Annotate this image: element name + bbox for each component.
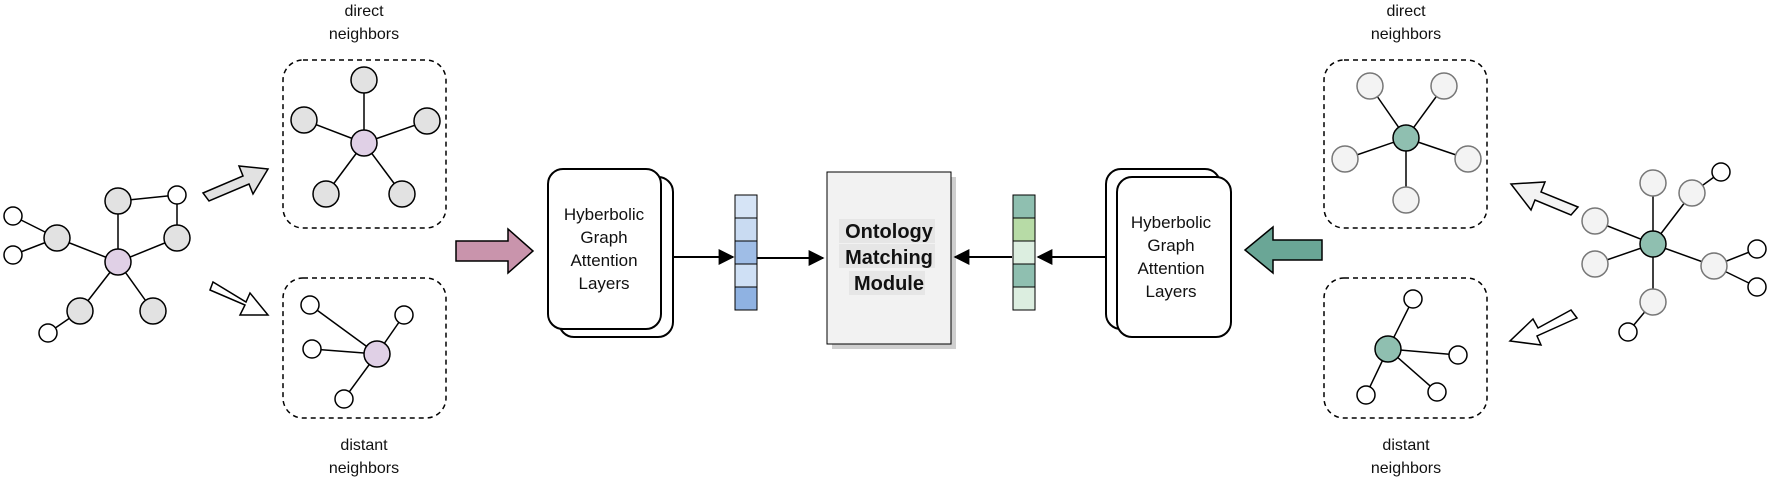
right-distant-arrow xyxy=(1508,309,1579,346)
left-direct-neighbors-box xyxy=(282,59,447,229)
vector-cell xyxy=(734,194,758,219)
left-distant-arrow xyxy=(209,280,270,316)
left-input-graph xyxy=(3,185,191,343)
graph-node xyxy=(1454,145,1482,173)
right-layer-label-line3: Attention xyxy=(1137,259,1204,278)
left-distant-label-line2: neighbors xyxy=(329,460,399,477)
right-input-graph xyxy=(1581,162,1767,342)
graph-node xyxy=(1711,162,1731,182)
graph-node xyxy=(413,107,441,135)
left-distant-graph xyxy=(300,295,414,409)
right-layer-label-line4: Layers xyxy=(1145,282,1196,301)
graph-node xyxy=(104,187,132,215)
graph-node xyxy=(394,305,414,325)
graph-node xyxy=(163,224,191,252)
left-direct-center-node xyxy=(350,129,378,157)
right-distant-neighbors-box xyxy=(1323,277,1488,419)
left-attention-layers: Hyberbolic Graph Attention Layers xyxy=(547,168,674,338)
left-layer-label-line4: Layers xyxy=(578,274,629,293)
right-distant-center-node xyxy=(1374,335,1402,363)
right-distant-label-line1: distant xyxy=(1382,437,1430,454)
right-distant-label-line2: neighbors xyxy=(1371,460,1441,477)
vector-cell xyxy=(1012,263,1036,288)
graph-node xyxy=(139,297,167,325)
left-direct-label-line1: direct xyxy=(344,3,384,20)
graph-node xyxy=(1747,277,1767,297)
left-direct-label-line2: neighbors xyxy=(329,26,399,43)
graph-node xyxy=(1356,72,1384,100)
graph-node xyxy=(350,66,378,94)
vector-cell xyxy=(1012,217,1036,242)
vector-cell xyxy=(1012,240,1036,265)
graph-node xyxy=(1639,288,1667,316)
left-direct-graph xyxy=(290,66,441,208)
right-distant-graph xyxy=(1356,289,1468,405)
graph-node xyxy=(1427,382,1447,402)
graph-node xyxy=(43,224,71,252)
left-center-node xyxy=(104,248,132,276)
graph-node xyxy=(1639,169,1667,197)
left-distant-label-line1: distant xyxy=(340,437,388,454)
right-attention-layers: Hyberbolic Graph Attention Layers xyxy=(1105,168,1232,338)
left-distant-center-node xyxy=(363,340,391,368)
left-layer-label-line3: Attention xyxy=(570,251,637,270)
left-direct-arrow xyxy=(201,165,270,202)
vector-cell xyxy=(734,240,758,265)
graph-node xyxy=(38,323,58,343)
graph-node xyxy=(312,180,340,208)
left-distant-neighbors-box xyxy=(282,277,447,419)
graph-node xyxy=(3,245,23,265)
graph-node xyxy=(1430,72,1458,100)
graph-node xyxy=(1581,207,1609,235)
right-direct-label-line2: neighbors xyxy=(1371,26,1441,43)
graph-node xyxy=(1581,250,1609,278)
ontology-matching-module: Ontology Matching Module xyxy=(826,171,956,349)
right-direct-label-line1: direct xyxy=(1386,3,1426,20)
graph-node xyxy=(290,106,318,134)
right-filled-arrow xyxy=(1243,225,1323,275)
graph-node xyxy=(334,389,354,409)
vector-cell xyxy=(734,286,758,311)
graph-node xyxy=(1618,322,1638,342)
vector-cell xyxy=(734,217,758,242)
graph-node xyxy=(66,297,94,325)
vector-cell xyxy=(1012,194,1036,219)
graph-node xyxy=(3,206,23,226)
graph-node xyxy=(1700,252,1728,280)
vector-cell xyxy=(1012,286,1036,311)
graph-node xyxy=(1392,186,1420,214)
graph-node xyxy=(300,295,320,315)
graph-node xyxy=(388,180,416,208)
left-layer-label-line1: Hyberbolic xyxy=(564,205,645,224)
right-direct-neighbors-box xyxy=(1323,59,1488,229)
graph-node xyxy=(1678,179,1706,207)
graph-node xyxy=(1331,145,1359,173)
right-layer-label-line1: Hyberbolic xyxy=(1131,213,1212,232)
graph-node xyxy=(1747,239,1767,259)
graph-node xyxy=(1356,385,1376,405)
left-filled-arrow xyxy=(455,227,535,275)
module-label-line1: Ontology xyxy=(845,221,934,243)
right-embedding-vector xyxy=(1012,194,1036,311)
graph-node xyxy=(302,339,322,359)
right-center-node xyxy=(1639,230,1667,258)
right-direct-center-node xyxy=(1392,124,1420,152)
vector-cell xyxy=(734,263,758,288)
module-label-line3: Module xyxy=(854,273,924,295)
graph-node xyxy=(1448,345,1468,365)
graph-node xyxy=(1403,289,1423,309)
right-direct-arrow xyxy=(1509,181,1580,216)
right-direct-graph xyxy=(1331,72,1482,214)
graph-node xyxy=(167,185,187,205)
module-label-line2: Matching xyxy=(845,247,933,269)
left-embedding-vector xyxy=(734,194,758,311)
right-layer-label-line2: Graph xyxy=(1147,236,1194,255)
left-layer-label-line2: Graph xyxy=(580,228,627,247)
